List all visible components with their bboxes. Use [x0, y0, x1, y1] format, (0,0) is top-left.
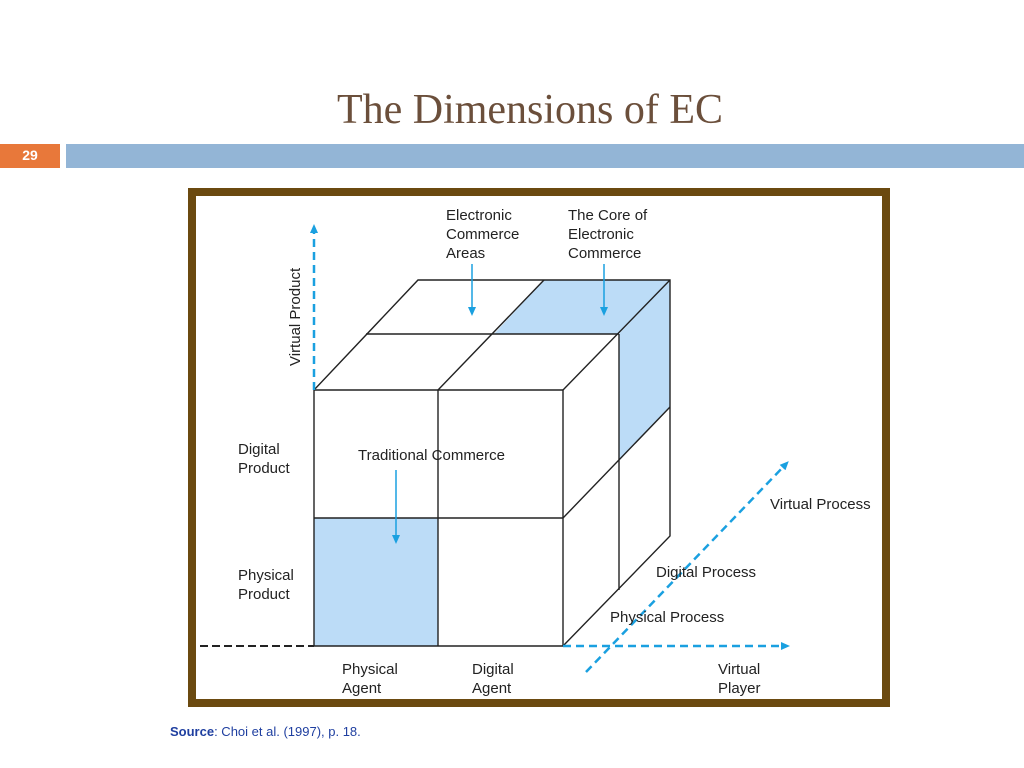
process-axis-arrow: [585, 461, 789, 673]
source-label: Source: [170, 724, 215, 739]
virtual-player-label: Virtual Player: [718, 661, 764, 697]
digital-agent-label: Digital Agent: [472, 661, 518, 697]
physical-product-label: Physical Product: [238, 567, 298, 603]
virtual-product-label: Virtual Product: [287, 267, 304, 366]
slide-number: 29: [0, 144, 60, 168]
digital-product-label: Digital Product: [238, 441, 291, 477]
core-side-cell: [619, 280, 670, 461]
physical-process-label: Physical Process: [610, 609, 724, 626]
title-bar: [66, 144, 1024, 168]
figure-frame: Electronic Commerce Areas The Core of El…: [188, 188, 890, 707]
slide-title: The Dimensions of EC: [336, 87, 724, 133]
core-label: The Core of Electronic Commerce: [568, 207, 651, 262]
traditional-commerce-label: Traditional Commerce: [358, 447, 505, 464]
core-top-cell: [494, 280, 670, 334]
ec-areas-label: Electronic Commerce Areas: [446, 207, 524, 262]
virtual-process-label: Virtual Process: [770, 496, 871, 513]
source-citation: Source: Choi et al. (1997), p. 18.: [170, 724, 361, 739]
dimensions-diagram: Electronic Commerce Areas The Core of El…: [200, 207, 871, 697]
traditional-commerce-cell: [314, 518, 438, 646]
digital-process-label: Digital Process: [656, 564, 756, 581]
physical-agent-label: Physical Agent: [342, 661, 402, 697]
source-text: : Choi et al. (1997), p. 18.: [214, 724, 361, 739]
